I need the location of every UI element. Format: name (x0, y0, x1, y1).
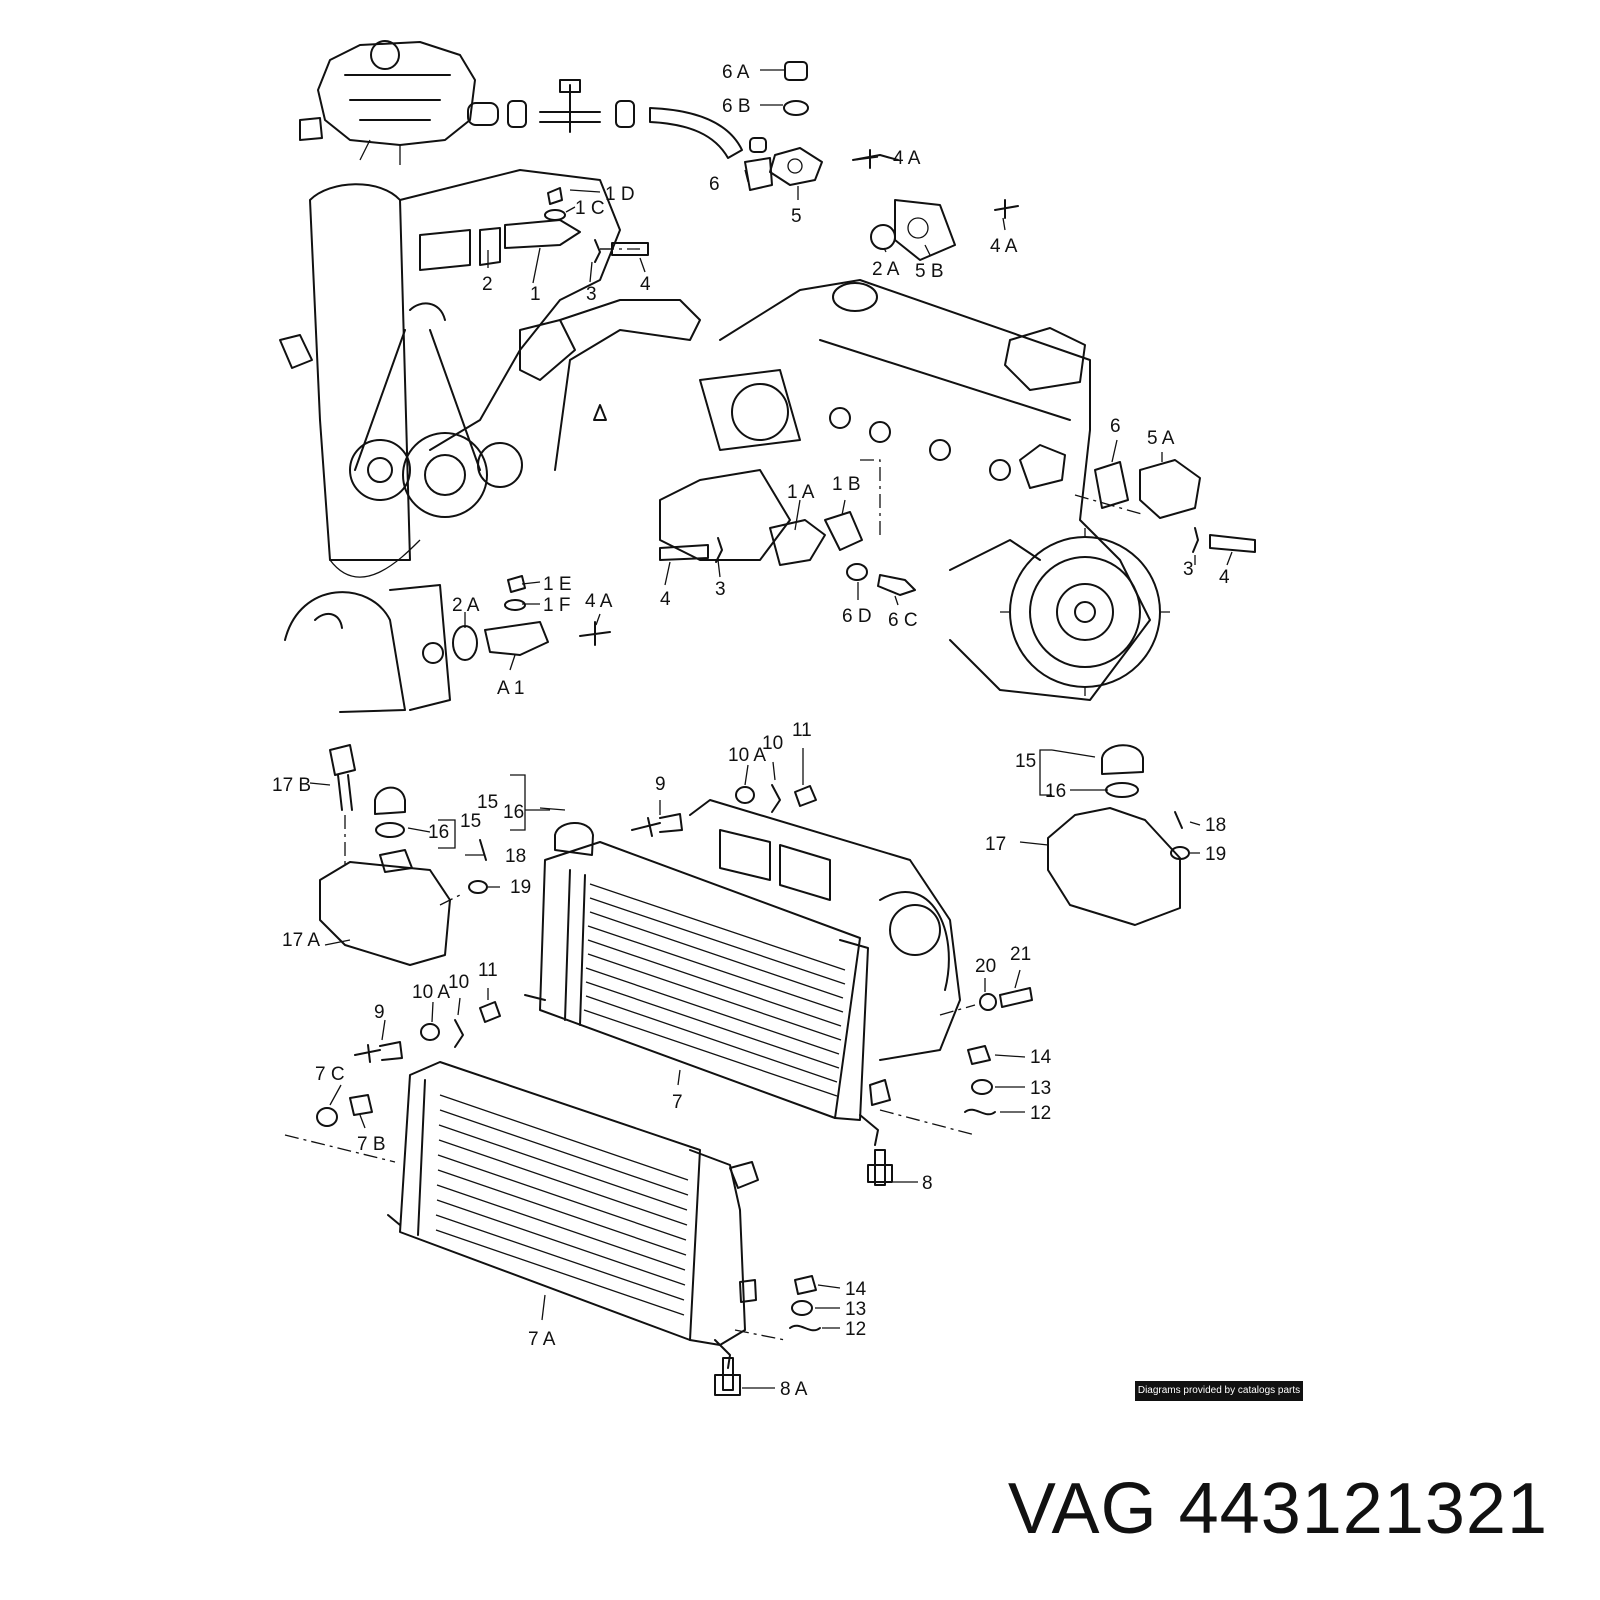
callout-6c: 6 C (888, 610, 918, 631)
brand-name: VAG (1007, 1469, 1158, 1549)
callout-9-top: 9 (655, 774, 666, 795)
callout-13-low: 13 (845, 1299, 866, 1320)
callout-10a-low: 10 A (412, 982, 450, 1003)
callout-6b: 6 B (722, 96, 751, 117)
callout-6: 6 (709, 174, 720, 195)
callout-6-right: 6 (1110, 416, 1121, 437)
callout-1a: 1 A (787, 482, 815, 503)
callout-19-left: 19 (510, 877, 531, 898)
callout-7b: 7 B (357, 1134, 386, 1155)
callout-10-top: 10 (762, 733, 783, 754)
callout-4-right: 4 (1219, 567, 1230, 588)
callout-4a-left: 4 A (585, 591, 613, 612)
hardware (316, 784, 1033, 1396)
callout-12-low: 12 (845, 1319, 866, 1340)
callout-8: 8 (922, 1173, 933, 1194)
callout-3-top: 3 (586, 284, 597, 305)
callout-4a-top: 4 A (893, 148, 921, 169)
callout-1e: 1 E (543, 574, 572, 595)
alignment-lines (284, 248, 1146, 1341)
callout-7: 7 (672, 1092, 683, 1113)
callout-10-low: 10 (448, 972, 469, 993)
leader-lines (309, 69, 1233, 1389)
callout-11-low: 11 (478, 960, 498, 981)
callout-1c: 1 C (575, 198, 605, 219)
callout-18-right: 18 (1205, 815, 1226, 836)
hose-fittings-top (467, 79, 743, 159)
callout-17: 17 (985, 834, 1006, 855)
callout-1b: 1 B (832, 474, 861, 495)
engine-right (659, 279, 1170, 701)
callout-15-mid: 15 (477, 792, 498, 813)
callout-1: 1 (530, 284, 541, 305)
callout-1f: 1 F (543, 595, 570, 616)
callout-4-top: 4 (640, 274, 651, 295)
callout-3-right: 3 (1183, 559, 1194, 580)
radiator-7a (387, 1061, 759, 1369)
coolant-fittings-right (659, 199, 1256, 596)
callout-16-left: 16 (428, 822, 449, 843)
callout-16-mid: 16 (503, 802, 524, 823)
callout-16-right: 16 (1045, 781, 1066, 802)
callout-17b: 17 B (272, 775, 311, 796)
coolant-flange-left (544, 187, 649, 263)
callout-13-top: 13 (1030, 1078, 1051, 1099)
callout-20: 20 (975, 956, 996, 977)
callout-17a: 17 A (282, 930, 320, 951)
diagram-credit-badge: Diagrams provided by catalogs parts (1135, 1381, 1303, 1401)
callout-7a: 7 A (528, 1329, 556, 1350)
callout-15-right: 15 (1015, 751, 1036, 772)
callout-8a: 8 A (780, 1379, 808, 1400)
part-title: VAG 443121321 (1008, 1468, 1548, 1550)
callout-labels: 6 A 6 B 6 5 4 A 1 D 1 C 2 1 3 4 2 A 5 B … (272, 62, 1230, 1400)
fan-shroud (689, 799, 961, 1061)
callout-4a-right: 4 A (990, 236, 1018, 257)
radiator-7 (524, 822, 891, 1146)
callout-15-left: 15 (460, 811, 481, 832)
callout-6d: 6 D (842, 606, 872, 627)
callout-2: 2 (482, 274, 493, 295)
callout-9-low: 9 (374, 1002, 385, 1023)
callout-4-mid: 4 (660, 589, 671, 610)
expansion-tank-right (1047, 744, 1190, 926)
expansion-tank-left (319, 744, 488, 966)
callout-5b: 5 B (915, 261, 944, 282)
callout-6a: 6 A (722, 62, 750, 83)
callout-2a-right: 2 A (872, 259, 900, 280)
callout-a1: A 1 (497, 678, 524, 699)
thermostat-housing-top (744, 61, 899, 191)
callout-18-left: 18 (505, 846, 526, 867)
callout-5a: 5 A (1147, 428, 1175, 449)
callout-7c: 7 C (315, 1064, 345, 1085)
callout-14-low: 14 (845, 1279, 867, 1300)
engine-left (279, 169, 701, 578)
callout-3-mid: 3 (715, 579, 726, 600)
callout-21: 21 (1010, 944, 1031, 965)
callout-19-right: 19 (1205, 844, 1226, 865)
callout-1d: 1 D (605, 184, 635, 205)
callout-12-top: 12 (1030, 1103, 1051, 1124)
engine-detail-lower-left (284, 575, 611, 713)
callout-2a-left: 2 A (452, 595, 480, 616)
carburettor-assembly (299, 40, 476, 165)
part-number: 443121321 (1178, 1469, 1548, 1549)
callout-14-top: 14 (1030, 1047, 1052, 1068)
callout-10a-top: 10 A (728, 745, 766, 766)
callout-11-top: 11 (792, 720, 812, 741)
callout-5: 5 (791, 206, 802, 227)
